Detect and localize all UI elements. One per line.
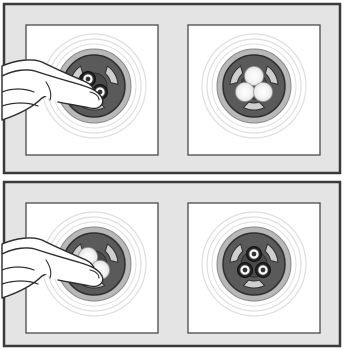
lit-button-icon xyxy=(236,83,255,102)
unlit-button-icon xyxy=(256,263,271,278)
unlit-button-icon xyxy=(238,263,253,278)
unlit-button-icon xyxy=(247,247,262,262)
bottom-panel xyxy=(2,182,340,346)
bottom-left-card xyxy=(2,203,158,333)
top-left-card xyxy=(2,25,158,155)
top-right-card xyxy=(188,25,320,155)
lit-button-icon xyxy=(254,83,273,102)
top-panel xyxy=(2,4,340,173)
bottom-right-card xyxy=(188,203,320,333)
